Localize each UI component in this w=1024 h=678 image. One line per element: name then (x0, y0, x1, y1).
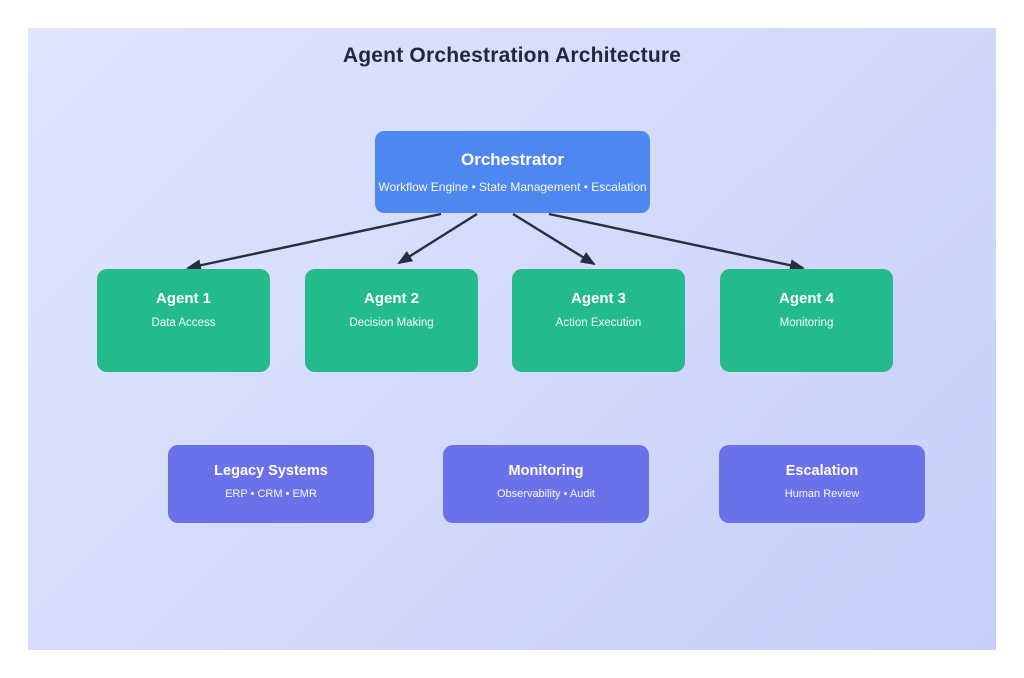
node-agent-2: Agent 2 Decision Making (305, 269, 478, 372)
node-legacy-systems: Legacy Systems ERP • CRM • EMR (168, 445, 374, 523)
monitoring-subtitle: Observability • Audit (496, 488, 595, 500)
agent-4-subtitle: Monitoring (779, 317, 834, 329)
escalation-subtitle: Human Review (784, 488, 860, 500)
agent-1-title: Agent 1 (155, 290, 211, 307)
node-orchestrator: Orchestrator Workflow Engine • State Man… (375, 131, 650, 213)
legacy-systems-title: Legacy Systems (214, 463, 328, 479)
orchestrator-subtitle: Workflow Engine • State Management • Esc… (378, 180, 647, 194)
node-monitoring: Monitoring Observability • Audit (443, 445, 649, 523)
escalation-title: Escalation (785, 463, 859, 479)
agent-2-title: Agent 2 (363, 290, 419, 307)
diagram-title: Agent Orchestration Architecture (342, 44, 682, 67)
monitoring-title: Monitoring (508, 463, 584, 479)
node-agent-4: Agent 4 Monitoring (720, 269, 893, 372)
node-agent-1: Agent 1 Data Access (97, 269, 270, 372)
agent-1-subtitle: Data Access (151, 317, 216, 329)
legacy-systems-subtitle: ERP • CRM • EMR (225, 488, 317, 500)
agent-3-subtitle: Action Execution (555, 317, 642, 329)
agent-2-subtitle: Decision Making (349, 317, 434, 329)
agent-4-title: Agent 4 (778, 290, 834, 307)
node-escalation: Escalation Human Review (719, 445, 925, 523)
node-agent-3: Agent 3 Action Execution (512, 269, 685, 372)
orchestrator-title: Orchestrator (461, 150, 564, 169)
agent-3-title: Agent 3 (570, 290, 626, 307)
